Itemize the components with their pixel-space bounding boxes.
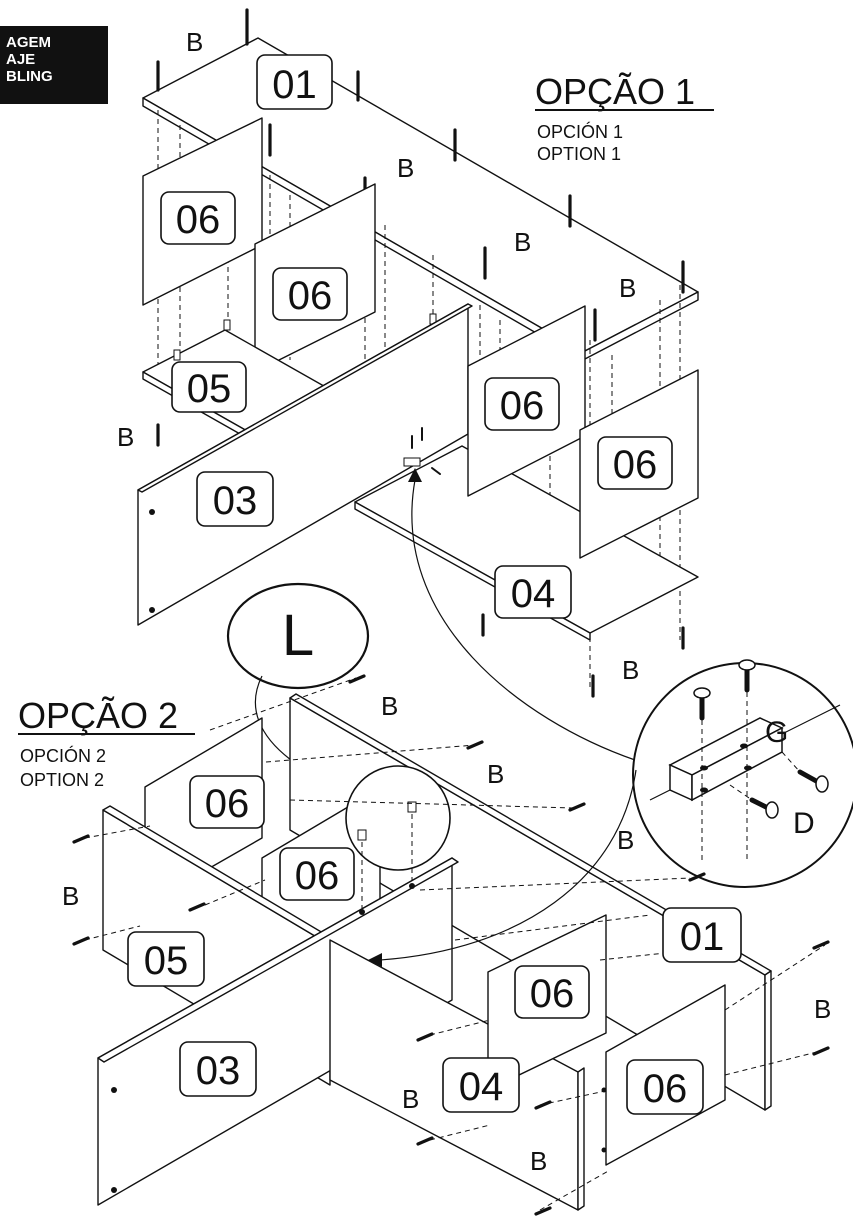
- opt1-label-06-a: 06: [176, 198, 221, 242]
- option2-subtitle-es: OPCIÓN 2: [20, 745, 106, 766]
- callout-label-l: L: [282, 603, 314, 668]
- b-label: B: [619, 273, 636, 303]
- opt1-label-05: 05: [187, 367, 232, 411]
- bracket-zoom: [632, 659, 853, 888]
- b-label: B: [381, 691, 398, 721]
- opt2-label-06-c: 06: [530, 972, 575, 1016]
- b-label: B: [487, 759, 504, 789]
- opt1-label-04: 04: [511, 572, 556, 616]
- opt2-label-06-b: 06: [295, 854, 340, 898]
- option2-title: OPÇÃO 2: [18, 695, 178, 736]
- b-label: B: [186, 27, 203, 57]
- part-labels: 01 06 06 05 03 06 06 04 06 06 05 03 04 0…: [127, 54, 742, 1115]
- opt2-label-04: 04: [459, 1065, 504, 1109]
- callout-arrow-opt1: [411, 479, 636, 761]
- opt1-label-06-b: 06: [288, 274, 333, 318]
- callout-l-oval: [226, 582, 370, 690]
- opt2-label-01: 01: [680, 915, 725, 959]
- header-tab-line-1: AGEM: [6, 34, 51, 51]
- opt1-label-06-d: 06: [613, 443, 658, 487]
- b-label: B: [514, 227, 531, 257]
- option1-subtitle-en: OPTION 1: [537, 144, 621, 164]
- opt2-label-06-d: 06: [643, 1067, 688, 1111]
- bracket-screw-label-d: D: [793, 807, 815, 840]
- b-label: B: [622, 655, 639, 685]
- b-label: B: [117, 422, 134, 452]
- option2-subtitle-en: OPTION 2: [20, 770, 104, 790]
- b-label: B: [62, 881, 79, 911]
- b-label: B: [397, 153, 414, 183]
- b-label: B: [617, 825, 634, 855]
- option1-title: OPÇÃO 1: [535, 71, 695, 112]
- opt2-label-06-a: 06: [205, 782, 250, 826]
- opt2-label-05: 05: [144, 939, 189, 983]
- opt1-label-06-c: 06: [500, 384, 545, 428]
- b-label: B: [402, 1084, 419, 1114]
- callout-arrow-opt2: [379, 769, 637, 961]
- opt2-label-03: 03: [196, 1049, 241, 1093]
- opt1-label-01: 01: [272, 63, 317, 107]
- option1-assembly: [137, 8, 699, 698]
- header-tab-line-2: AJE: [6, 51, 36, 68]
- option1-subtitle-es: OPCIÓN 1: [537, 121, 623, 142]
- bracket-label-g: G: [765, 716, 788, 749]
- header-tab: AGEM AJE BLING: [0, 26, 108, 104]
- b-label: B: [814, 994, 831, 1024]
- opt1-label-03: 03: [213, 479, 258, 523]
- screw-labels: B B B B B B B B B B B B B: [62, 27, 831, 1176]
- b-label: B: [530, 1146, 547, 1176]
- header-tab-line-3: BLING: [6, 68, 53, 85]
